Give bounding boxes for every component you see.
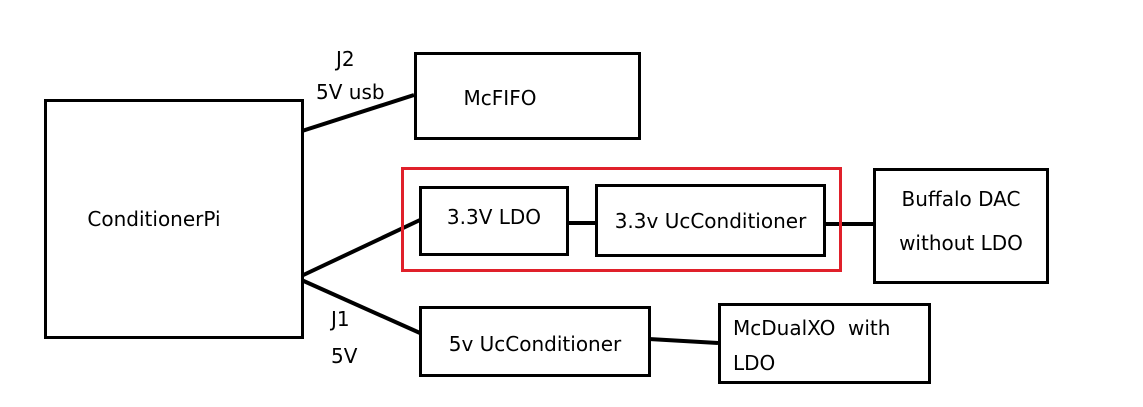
uc-5v-box: 5v UcConditioner <box>419 306 651 377</box>
buffalo-dac-box: Buffalo DAC without LDO <box>873 168 1049 284</box>
mcdualxo-label-line1: McDualXO with <box>733 316 891 340</box>
conditionerpi-label: ConditionerPi <box>87 207 221 231</box>
mcdualxo-label-line2: LDO <box>733 351 776 375</box>
uc-33-box: 3.3v UcConditioner <box>595 184 826 257</box>
line-pi-to-mcfifo <box>301 93 415 133</box>
j1-connector-desc: 5V <box>331 344 358 368</box>
ldo-33-label: 3.3V LDO <box>446 205 542 229</box>
j2-connector-desc: 5V usb <box>316 80 385 104</box>
line-pi-to-uc5v <box>296 276 421 335</box>
ldo-stage-highlight <box>401 167 842 272</box>
line-pi-to-ldo <box>296 218 421 280</box>
uc-5v-label: 5v UcConditioner <box>448 331 622 356</box>
buffalo-dac-label-line1: Buffalo DAC <box>901 187 1021 211</box>
mcdualxo-box: McDualXO with LDO <box>718 303 931 384</box>
buffalo-dac-label-line2: without LDO <box>899 231 1023 255</box>
mcfifo-box: McFIFO <box>414 52 641 140</box>
ldo-33-box: 3.3V LDO <box>419 186 569 256</box>
mcfifo-label: McFIFO <box>463 86 537 110</box>
j2-connector-name: J2 <box>336 47 355 71</box>
uc-33-label: 3.3v UcConditioner <box>614 208 807 233</box>
line-uc5v-to-mcdualxo <box>648 337 719 345</box>
j1-connector-name: J1 <box>331 307 350 331</box>
conditionerpi-box: ConditionerPi <box>44 99 304 339</box>
